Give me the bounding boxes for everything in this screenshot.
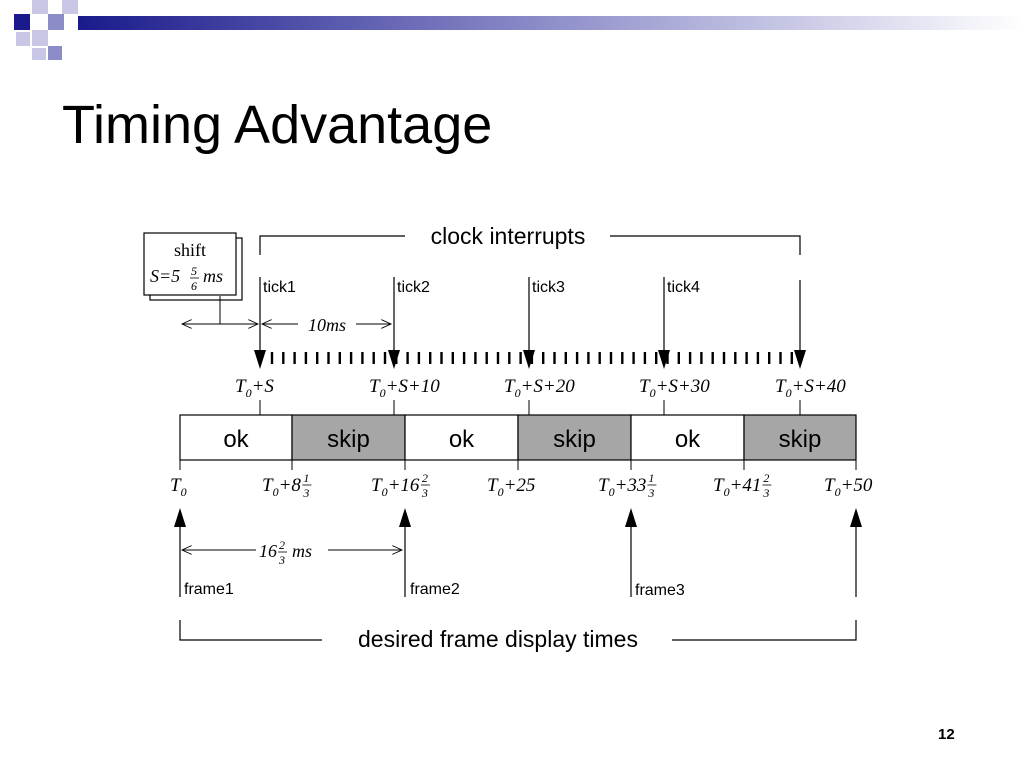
frame-arrowhead bbox=[174, 508, 186, 527]
frame-time-frac-den: 3 bbox=[647, 486, 654, 500]
deco-square bbox=[62, 0, 78, 14]
segment-label: skip bbox=[327, 426, 370, 453]
tick-time-labels: T0+S T0+S+10 T0+S+20 T0+S+30 T0+S+40 bbox=[235, 376, 846, 400]
tick-arrowhead bbox=[523, 350, 535, 369]
tick-label: tick1 bbox=[263, 279, 296, 296]
ok-segment bbox=[404, 414, 519, 461]
segment-label: skip bbox=[553, 426, 596, 453]
frame-label: frame2 bbox=[410, 581, 460, 598]
frame-time-label: T0+16 bbox=[371, 475, 420, 499]
ok-segment bbox=[630, 414, 745, 461]
shift-frac-num: 5 bbox=[191, 264, 197, 278]
frame-time-frac-num: 1 bbox=[303, 471, 309, 485]
segment-label: ok bbox=[223, 426, 249, 453]
frame-time-label: T0+50 bbox=[824, 475, 873, 499]
tick-time-label: T0+S+30 bbox=[639, 376, 710, 400]
deco-square bbox=[32, 30, 48, 46]
page-number: 12 bbox=[938, 726, 955, 743]
desired-times-label: desired frame display times bbox=[358, 626, 638, 652]
frame-arrows bbox=[174, 508, 862, 597]
clock-interrupts-bracket: clock interrupts bbox=[259, 223, 801, 255]
frame-label: frame1 bbox=[184, 581, 234, 598]
tick-interval-arrow: 10ms bbox=[262, 315, 391, 335]
tick-arrowhead bbox=[254, 350, 266, 369]
tick-interval-label: 10ms bbox=[308, 315, 346, 335]
frame-time-frac-den: 3 bbox=[762, 486, 769, 500]
tick-time-label: T0+S+40 bbox=[775, 376, 846, 400]
frame-time-frac-den: 3 bbox=[421, 486, 428, 500]
tick-time-label: T0+S+10 bbox=[369, 376, 440, 400]
deco-square bbox=[48, 46, 62, 60]
frame-interval-arrow: 16 2 3 ms bbox=[182, 538, 402, 567]
desired-times-bracket: desired frame display times bbox=[179, 620, 857, 652]
shift-heading: shift bbox=[174, 240, 206, 260]
frame-time-label: T0+8 bbox=[262, 475, 301, 499]
segment-label: ok bbox=[449, 426, 475, 453]
deco-square bbox=[14, 14, 30, 30]
tick-time-label: T0+S bbox=[235, 376, 274, 400]
frame-time-frac-num: 1 bbox=[648, 471, 654, 485]
shift-box: shift S=5 5 6 ms bbox=[143, 232, 243, 324]
deco-square bbox=[16, 32, 30, 46]
frame-arrowhead bbox=[399, 508, 411, 527]
skip-segment bbox=[743, 414, 857, 461]
tick-arrowhead bbox=[794, 350, 806, 369]
shift-frac-den: 6 bbox=[191, 279, 197, 293]
frame-time-frac-num: 2 bbox=[763, 471, 769, 485]
tick-time-label: T0+S+20 bbox=[504, 376, 575, 400]
clock-interrupts-label: clock interrupts bbox=[431, 223, 586, 249]
deco-square bbox=[32, 48, 46, 60]
frame-label: frame3 bbox=[635, 582, 685, 599]
deco-square bbox=[32, 0, 48, 14]
frame-interval-den: 3 bbox=[278, 553, 285, 567]
tick-label: tick3 bbox=[532, 279, 565, 296]
frame-interval-unit: ms bbox=[292, 541, 312, 561]
frame-time-label: T0+25 bbox=[487, 475, 535, 499]
skip-segment bbox=[291, 414, 406, 461]
slide-title: Timing Advantage bbox=[62, 95, 493, 155]
frame-time-label: T0 bbox=[170, 475, 187, 499]
frame-interval-num: 2 bbox=[279, 538, 285, 552]
tick-label: tick4 bbox=[667, 279, 700, 296]
shift-unit: ms bbox=[203, 266, 223, 286]
tick-labels: tick1 tick2 tick3 tick4 bbox=[263, 279, 700, 296]
deco-square bbox=[48, 14, 64, 30]
segment-label: skip bbox=[779, 426, 822, 453]
shift-formula: S=5 bbox=[150, 266, 180, 286]
frame-interval-whole: 16 bbox=[259, 541, 277, 561]
tick-arrows bbox=[254, 277, 806, 415]
ok-segment bbox=[179, 414, 293, 461]
skip-segment bbox=[517, 414, 632, 461]
frame-time-frac-num: 2 bbox=[422, 471, 428, 485]
frame-labels: frame1 frame2 frame3 bbox=[184, 581, 685, 599]
header-gradient-bar bbox=[78, 16, 1024, 30]
frame-arrowhead bbox=[850, 508, 862, 527]
frame-time-label: T0+33 bbox=[598, 475, 646, 499]
frame-time-label: T0+41 bbox=[713, 475, 761, 499]
segment-label: ok bbox=[675, 426, 701, 453]
frame-time-frac-den: 3 bbox=[302, 486, 309, 500]
tick-label: tick2 bbox=[397, 279, 430, 296]
header-decoration bbox=[14, 0, 1024, 60]
frame-arrowhead bbox=[625, 508, 637, 527]
tick-arrowhead bbox=[388, 350, 400, 369]
clock-dotted-line bbox=[270, 352, 793, 364]
segment-bar: ok skip ok skip ok skip bbox=[179, 414, 857, 470]
tick-arrowhead bbox=[658, 350, 670, 369]
